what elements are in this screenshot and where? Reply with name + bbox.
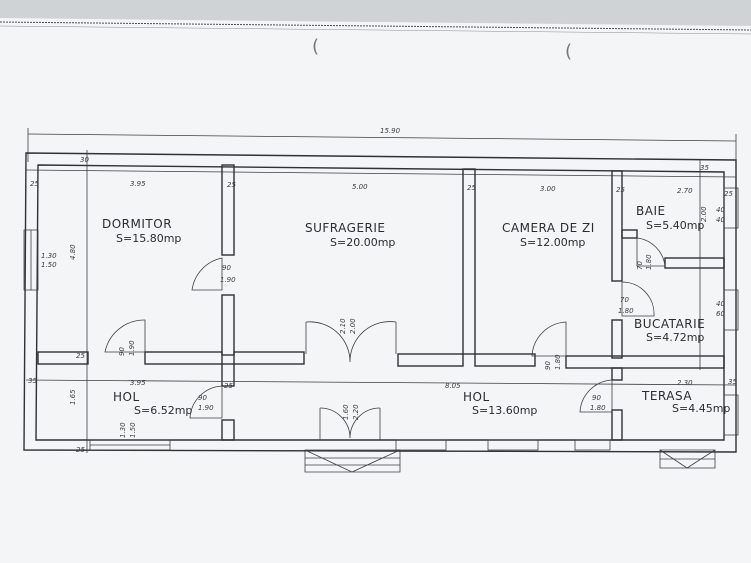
svg-text:3.95: 3.95 [130, 379, 146, 387]
svg-text:1.80: 1.80 [554, 354, 562, 370]
window-bucatarie [723, 289, 739, 331]
room-name-sufragerie: SUFRAGERIE [305, 221, 386, 235]
svg-text:35: 35 [700, 164, 709, 172]
svg-text:35: 35 [728, 378, 737, 386]
svg-text:1.80: 1.80 [645, 254, 653, 270]
svg-text:3.00: 3.00 [540, 185, 556, 193]
svg-text:1.50: 1.50 [41, 261, 57, 269]
svg-text:25: 25 [76, 352, 85, 360]
svg-text:1.50: 1.50 [129, 422, 137, 438]
svg-text:90: 90 [592, 394, 601, 402]
window-hol-3 [574, 439, 611, 451]
svg-text:90: 90 [198, 394, 207, 402]
svg-text:2.70: 2.70 [677, 187, 693, 195]
svg-text:(: ( [312, 36, 320, 57]
svg-text:70: 70 [620, 296, 629, 304]
room-name-camera-de-zi: CAMERA DE ZI [502, 221, 595, 235]
svg-text:3.95: 3.95 [130, 180, 146, 188]
room-area-sufragerie: S=20.00mp [330, 236, 395, 249]
svg-text:60: 60 [716, 310, 725, 318]
terrace-steps [659, 449, 716, 469]
svg-text:1.80: 1.80 [590, 404, 606, 412]
svg-text:25: 25 [227, 181, 236, 189]
room-area-hol-large: S=13.60mp [472, 404, 537, 417]
window-hol-2 [487, 439, 539, 451]
door-dormitor-hol [191, 257, 223, 291]
overall-width-dimension: 15.90 [380, 127, 401, 135]
svg-text:90: 90 [544, 361, 552, 370]
door-bucatarie [621, 281, 655, 317]
svg-text:1.80: 1.80 [618, 307, 634, 315]
window-terasa [723, 394, 739, 436]
svg-text:1.90: 1.90 [220, 276, 236, 284]
svg-text:(: ( [565, 41, 573, 62]
svg-text:40: 40 [716, 216, 725, 224]
svg-text:2.00: 2.00 [700, 206, 708, 222]
svg-text:25: 25 [224, 382, 233, 390]
svg-text:25: 25 [467, 184, 476, 192]
svg-text:90: 90 [222, 264, 231, 272]
svg-text:25: 25 [76, 446, 85, 454]
door-dormitor [104, 319, 146, 353]
room-area-baie: S=5.40mp [646, 219, 704, 232]
svg-text:1.65: 1.65 [69, 389, 77, 405]
room-area-bucatarie: S=4.72mp [646, 331, 704, 344]
svg-text:35: 35 [28, 377, 37, 385]
svg-text:40: 40 [716, 206, 725, 214]
svg-text:90: 90 [118, 347, 126, 356]
svg-text:2.30: 2.30 [677, 379, 693, 387]
room-name-hol-small: HOL [113, 390, 140, 404]
svg-text:25: 25 [616, 186, 625, 194]
room-area-dormitor: S=15.80mp [116, 232, 181, 245]
room-area-terasa: S=4.45mp [672, 402, 730, 415]
svg-text:2.10: 2.10 [339, 318, 347, 334]
svg-text:4.80: 4.80 [69, 244, 77, 260]
window-baie [723, 187, 739, 229]
outer-wall [23, 152, 737, 453]
svg-text:2.20: 2.20 [352, 404, 360, 420]
entrance-door [319, 407, 381, 439]
svg-text:30: 30 [80, 156, 89, 164]
room-name-hol-large: HOL [463, 390, 490, 404]
svg-text:1.60: 1.60 [342, 404, 350, 420]
room-name-terasa: TERASA [641, 389, 692, 403]
svg-text:1.30: 1.30 [119, 422, 127, 438]
svg-text:1.90: 1.90 [128, 340, 136, 356]
door-terasa [579, 379, 613, 413]
door-hol-small [189, 385, 223, 419]
svg-text:70: 70 [636, 261, 644, 270]
door-baie [636, 237, 666, 267]
room-area-hol-small: S=6.52mp [134, 404, 192, 417]
svg-text:25: 25 [30, 180, 39, 188]
svg-text:1.90: 1.90 [198, 404, 214, 412]
svg-text:40: 40 [716, 300, 725, 308]
double-door-sufragerie [305, 321, 397, 363]
svg-text:1.30: 1.30 [41, 252, 57, 260]
svg-text:5.00: 5.00 [352, 183, 368, 191]
svg-text:8.05: 8.05 [445, 382, 461, 390]
room-name-bucatarie: BUCATARIE [634, 317, 705, 331]
svg-text:25: 25 [724, 190, 733, 198]
room-area-camera-de-zi: S=12.00mp [520, 236, 585, 249]
window-hol-1 [395, 439, 447, 451]
door-camera [531, 321, 567, 357]
paper [0, 18, 751, 563]
room-name-baie: BAIE [636, 204, 666, 218]
svg-text:2.00: 2.00 [349, 318, 357, 334]
room-name-dormitor: DORMITOR [102, 217, 172, 231]
